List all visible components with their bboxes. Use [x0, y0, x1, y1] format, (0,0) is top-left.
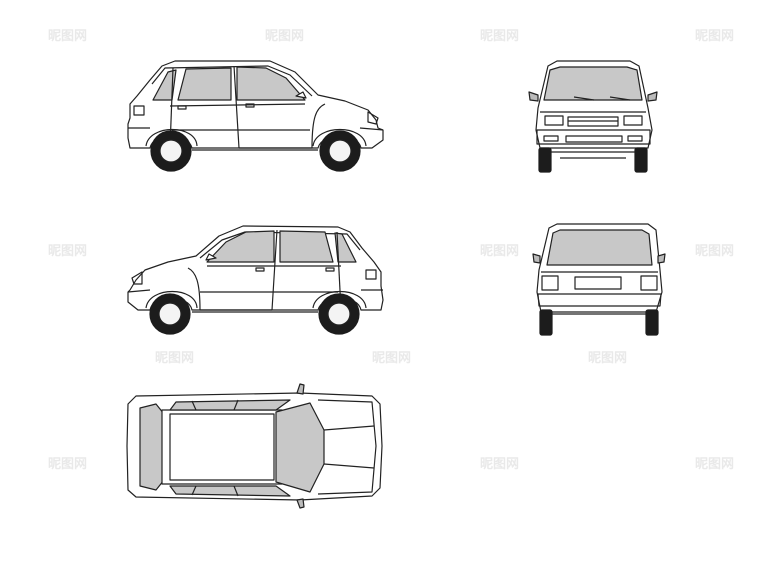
rear-view — [532, 223, 666, 336]
rear-door-window — [279, 230, 334, 263]
side-view-left — [127, 225, 384, 335]
front-left-tire — [538, 147, 552, 173]
rear-left-tire — [539, 309, 553, 336]
watermark-text: 昵图网 — [695, 244, 734, 259]
rear-door-window — [177, 67, 232, 101]
watermark-text: 昵图网 — [588, 351, 627, 366]
left-mirror — [532, 253, 541, 264]
top-view — [126, 383, 383, 509]
watermark-text: 昵图网 — [48, 29, 87, 44]
watermark-text: 昵图网 — [265, 29, 304, 44]
windshield — [275, 402, 325, 493]
right-mirror — [647, 91, 658, 102]
watermark-text: 昵图网 — [48, 244, 87, 259]
windshield — [543, 66, 643, 101]
rear-quarter-window — [152, 69, 177, 101]
watermark-text: 昵图网 — [480, 244, 519, 259]
watermark-text: 昵图网 — [695, 457, 734, 472]
left-mirror — [296, 383, 305, 395]
rear-quarter-window — [334, 232, 357, 263]
front-door-window — [236, 66, 306, 101]
side-view-right — [127, 60, 384, 172]
watermark-text: 昵图网 — [48, 457, 87, 472]
right-mirror — [296, 498, 305, 509]
right-mirror — [657, 253, 666, 264]
watermark-text: 昵图网 — [372, 351, 411, 366]
watermark-text: 昵图网 — [695, 29, 734, 44]
watermark-text: 昵图网 — [480, 29, 519, 44]
left-mirror — [528, 91, 539, 102]
watermark-layer: 昵图网昵图网昵图网昵图网昵图网昵图网昵图网昵图网昵图网昵图网昵图网昵图网昵图网昵… — [48, 29, 734, 472]
front-right-tire — [634, 147, 648, 173]
rear-window — [546, 229, 653, 266]
rear-window — [139, 403, 165, 491]
rear-right-tire — [645, 309, 659, 336]
watermark-text: 昵图网 — [155, 351, 194, 366]
front-door-window — [206, 230, 275, 263]
side-window-upper — [169, 399, 291, 411]
side-window-lower — [169, 485, 291, 497]
watermark-text: 昵图网 — [480, 457, 519, 472]
front-view — [528, 60, 658, 173]
